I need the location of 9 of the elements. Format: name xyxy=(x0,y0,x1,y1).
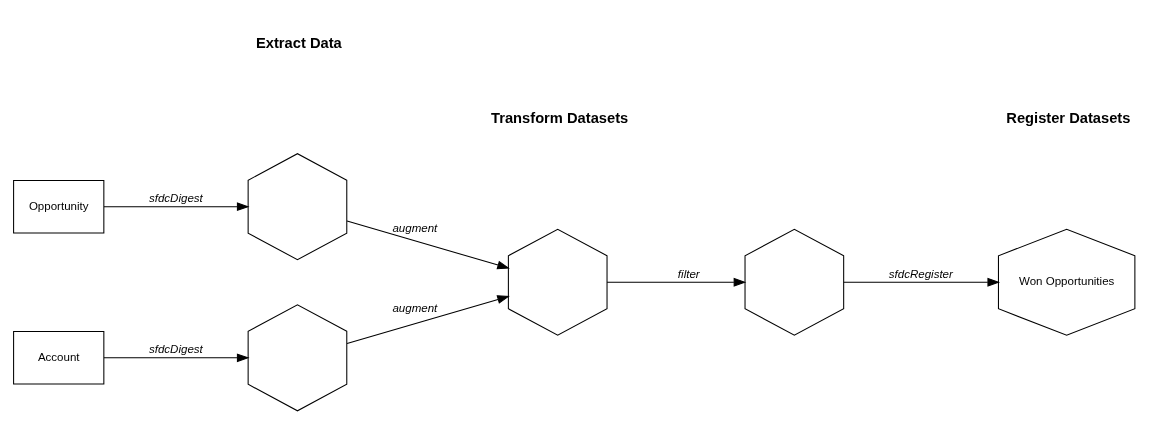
label: Extract Data xyxy=(256,34,342,51)
label: Register Datasets xyxy=(1006,110,1131,127)
edge-label: sfdcDigest xyxy=(148,192,203,205)
label: Transform Datasets xyxy=(491,110,629,127)
edge-label: sfdcDigest xyxy=(148,343,203,356)
edge-label: augment xyxy=(392,302,438,315)
edge-label: sfdcRegister xyxy=(888,267,953,280)
edge-label: augment xyxy=(392,221,438,234)
edge-label: filter xyxy=(677,267,700,280)
